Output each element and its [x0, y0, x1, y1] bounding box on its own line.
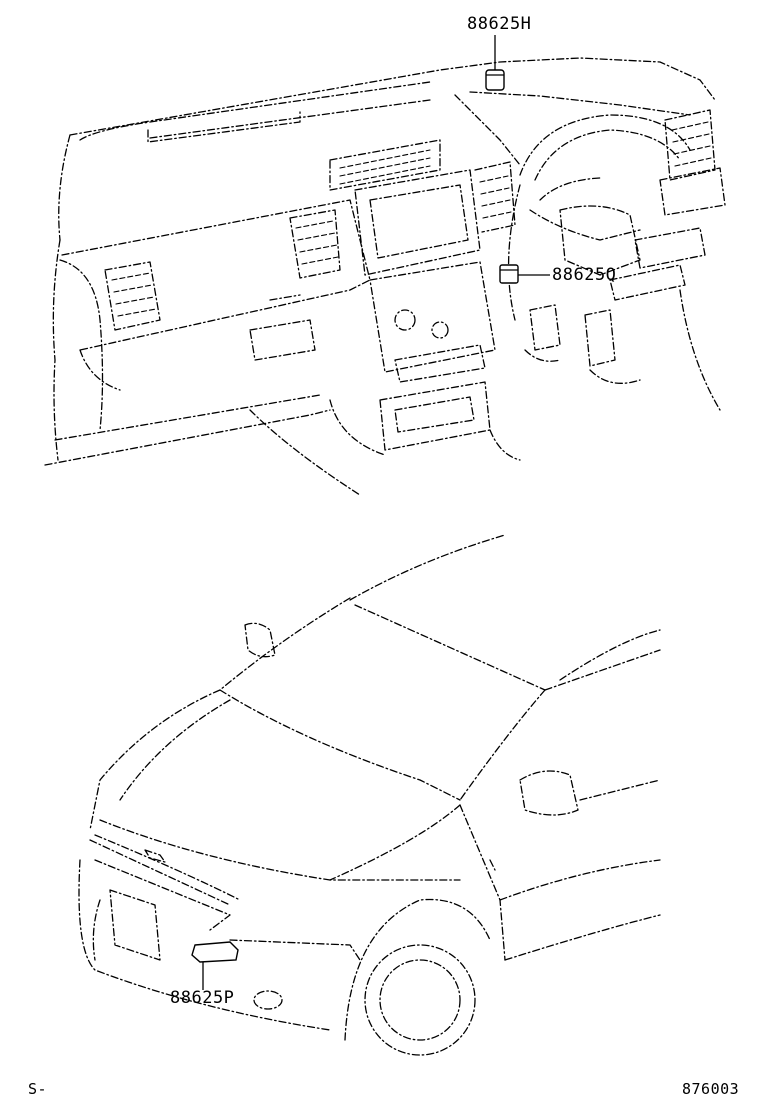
part-88625p-icon — [191, 941, 239, 963]
illustration-number: 876003 — [682, 1080, 740, 1098]
part-88625h-icon — [485, 69, 505, 91]
footer-left-code: S- — [28, 1080, 48, 1098]
part-label-88625p: 88625P — [170, 988, 235, 1008]
part-label-88625q: 88625Q — [552, 265, 617, 285]
part-88625q-icon — [499, 264, 519, 284]
car-illustration — [78, 534, 661, 1056]
part-label-88625h: 88625H — [467, 14, 532, 34]
dashboard-illustration — [44, 35, 726, 496]
